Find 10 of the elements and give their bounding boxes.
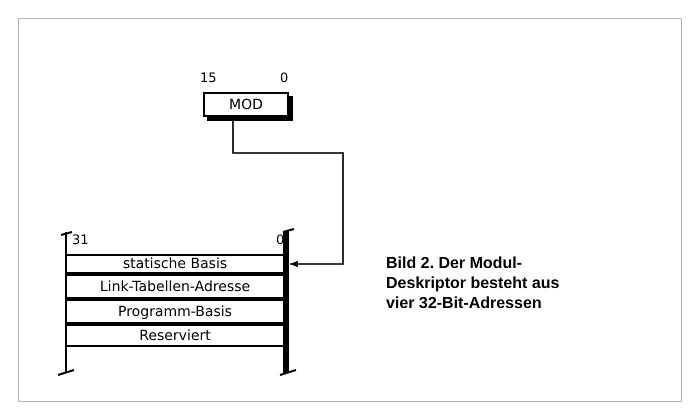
field-label: Programm-Basis — [118, 304, 232, 318]
field-label: statische Basis — [122, 257, 228, 271]
figure-caption: Bild 2. Der Modul-Deskriptor besteht aus vier 32-Bit-Adressen — [386, 254, 560, 314]
arrow — [232, 121, 344, 268]
field-label: Link-Tabellen-Adresse — [100, 280, 250, 294]
bit-number: 15 — [200, 72, 217, 85]
bit-number: 31 — [72, 234, 89, 247]
bit-number: 0 — [280, 72, 288, 85]
field-label: MOD — [229, 98, 263, 112]
field-label: Reserviert — [139, 328, 211, 342]
